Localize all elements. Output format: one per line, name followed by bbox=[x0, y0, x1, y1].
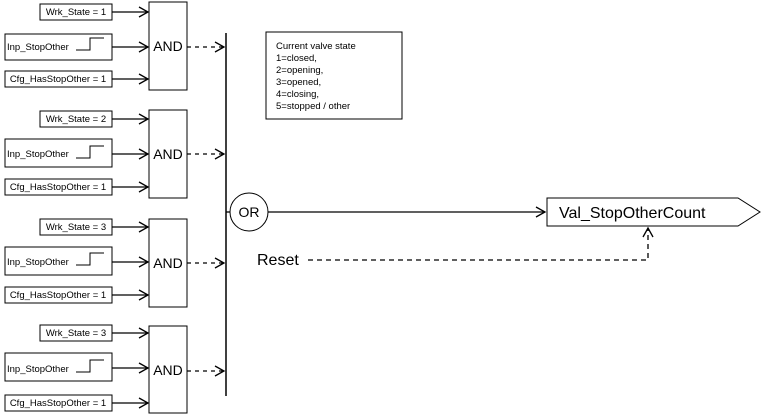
and-gate-label: AND bbox=[153, 362, 183, 378]
and-group-2: Wrk_State = 2 Inp_StopOther Cfg_HasStopO… bbox=[4, 109, 226, 199]
config-label: Cfg_HasStopOther = 1 bbox=[10, 182, 106, 193]
input-label: Inp_StopOther bbox=[7, 149, 69, 160]
config-label: Cfg_HasStopOther = 1 bbox=[10, 398, 106, 409]
reset-connector bbox=[308, 226, 654, 261]
config-box: Cfg_HasStopOther = 1 bbox=[4, 286, 113, 304]
config-box: Cfg_HasStopOther = 1 bbox=[4, 178, 113, 196]
and-gate-label: AND bbox=[153, 255, 183, 271]
and-gate: AND bbox=[148, 325, 188, 414]
reset-label: Reset bbox=[257, 252, 299, 269]
config-box: Cfg_HasStopOther = 1 bbox=[4, 394, 113, 412]
and-gate: AND bbox=[148, 1, 188, 91]
or-gate: OR bbox=[229, 192, 269, 232]
and-gate-label: AND bbox=[153, 38, 183, 54]
config-box: Cfg_HasStopOther = 1 bbox=[4, 70, 113, 88]
config-label: Cfg_HasStopOther = 1 bbox=[10, 74, 106, 85]
config-label: Cfg_HasStopOther = 1 bbox=[10, 290, 106, 301]
legend-line: 3=opened, bbox=[276, 77, 321, 88]
output-tag: Val_StopOtherCount bbox=[546, 197, 761, 227]
and-group-4: Wrk_State = 3 Inp_StopOther Cfg_HasStopO… bbox=[4, 324, 226, 414]
input-box: Inp_StopOther bbox=[4, 33, 113, 61]
input-box: Inp_StopOther bbox=[4, 352, 113, 382]
legend-line: 4=closing, bbox=[276, 89, 319, 100]
state-label: Wrk_State = 3 bbox=[46, 328, 106, 339]
or-gate-label: OR bbox=[239, 204, 260, 220]
input-label: Inp_StopOther bbox=[7, 42, 69, 53]
input-label: Inp_StopOther bbox=[7, 257, 69, 268]
state-box: Wrk_State = 3 bbox=[39, 324, 113, 342]
legend-line: 5=stopped / other bbox=[276, 101, 350, 112]
input-label: Inp_StopOther bbox=[7, 364, 69, 375]
state-box: Wrk_State = 3 bbox=[39, 218, 113, 236]
and-group-3: Wrk_State = 3 Inp_StopOther Cfg_HasStopO… bbox=[4, 218, 226, 308]
state-label: Wrk_State = 3 bbox=[46, 222, 106, 233]
and-group-1: Wrk_State = 1 Inp_StopOther Cfg_HasStopO… bbox=[4, 1, 226, 91]
input-box: Inp_StopOther bbox=[4, 138, 113, 168]
legend-line: Current valve state bbox=[276, 41, 356, 52]
and-gate: AND bbox=[148, 109, 188, 199]
input-box: Inp_StopOther bbox=[4, 246, 113, 276]
and-gate-label: AND bbox=[153, 146, 183, 162]
state-box: Wrk_State = 2 bbox=[39, 110, 113, 128]
legend-line: 1=closed, bbox=[276, 53, 317, 64]
state-legend: Current valve state 1=closed, 2=opening,… bbox=[265, 31, 403, 120]
legend-line: 2=opening, bbox=[276, 65, 323, 76]
and-gate: AND bbox=[148, 218, 188, 308]
state-label: Wrk_State = 1 bbox=[46, 7, 106, 18]
state-label: Wrk_State = 2 bbox=[46, 114, 106, 125]
output-label: Val_StopOtherCount bbox=[559, 205, 706, 222]
state-box: Wrk_State = 1 bbox=[39, 3, 113, 21]
